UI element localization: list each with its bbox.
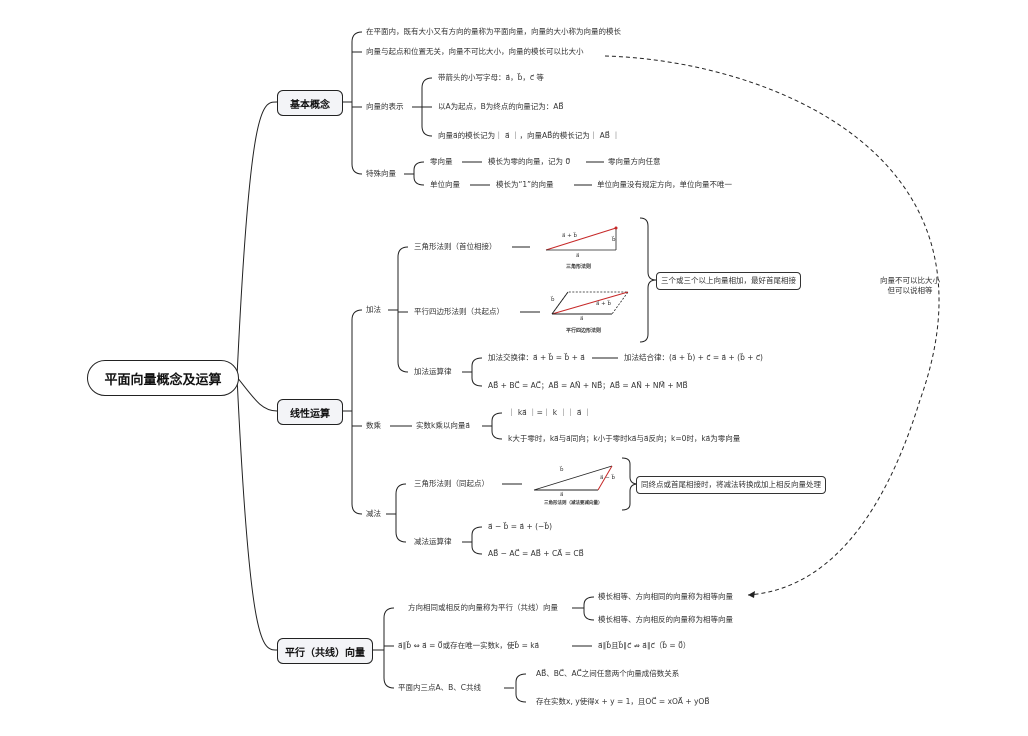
label-b: b⃗ [612, 237, 616, 243]
label-a-sub: a⃗ [560, 492, 564, 498]
dashed-relation-note: 向量不可以比大小 但可以说相等 [870, 276, 950, 296]
label-a-plus-b-para: a⃗ + b⃗ [596, 301, 611, 307]
node-representation[interactable]: 向量的表示 [366, 102, 404, 111]
node-chain-rule[interactable]: AB⃗ + BC⃗ = AC⃗；AB⃗ = AN⃗ + NB⃗；AB⃗ = AN… [488, 381, 688, 390]
note-subtraction[interactable]: 同终点或首尾相接时，将减法转换成加上相反向量处理 [636, 476, 826, 494]
node-scalar-modulus[interactable]: ｜ ka⃗ ｜=｜ k ｜｜ a⃗ ｜ [508, 408, 592, 417]
node-subtraction[interactable]: 减法 [366, 509, 381, 518]
node-unit-vector[interactable]: 单位向量 [430, 180, 460, 189]
node-scalar-direction[interactable]: k大于零时，ka⃗与a⃗同向；k小于零时ka⃗与a⃗反向；k=0时，ka⃗为零向… [508, 434, 741, 443]
node-scalar-label[interactable]: 实数k乘以向量a⃗ [416, 421, 470, 430]
node-sub-1[interactable]: a⃗ − b⃗ = a⃗ + (−b⃗) [488, 522, 553, 531]
node-parallel-def[interactable]: 方向相同或相反的向量称为平行（共线）向量 [408, 603, 558, 612]
node-equal-vectors[interactable]: 模长相等、方向相同的向量称为相等向量 [598, 592, 733, 601]
label-a-plus-b: a⃗ + b⃗ [562, 233, 577, 239]
node-commutative[interactable]: 加法交换律：a⃗ + b⃗ = b⃗ + a⃗ [488, 353, 585, 362]
node-zero-note[interactable]: 零向量方向任意 [608, 157, 661, 166]
dashed-note-line-2: 但可以说相等 [887, 286, 933, 295]
label-a-para: a⃗ [580, 316, 584, 322]
node-repr-3[interactable]: 向量a⃗的模长记为｜ a⃗ ｜，向量AB⃗的模长记为｜ AB⃗ ｜ [438, 131, 620, 140]
node-parallelogram-law[interactable]: 平行四边形法则（共起点） [414, 307, 504, 316]
label-b-para: b⃗ [551, 297, 555, 303]
node-three-points-1[interactable]: AB⃗、BC⃗、AC⃗之间任意两个向量成倍数关系 [536, 669, 680, 678]
node-special-vectors[interactable]: 特殊向量 [366, 169, 396, 178]
node-compare[interactable]: 向量与起点和位置无关，向量不可比大小，向量的模长可以比大小 [366, 47, 584, 56]
node-three-points-2[interactable]: 存在实数x, y使得x + y = 1，且OC⃗ = xOA⃗ + yOB⃗ [536, 697, 710, 706]
label-a-minus-b: a⃗ − b⃗ [600, 475, 615, 481]
root-node[interactable]: 平面向量概念及运算 [87, 360, 239, 396]
branch-basic-concepts[interactable]: 基本概念 [277, 90, 343, 116]
node-repr-2[interactable]: 以A为起点，B为终点的向量记为：AB⃗ [438, 102, 564, 111]
node-associative[interactable]: 加法结合律：(a⃗ + b⃗) + c⃗ = a⃗ + (b⃗ + c⃗) [624, 353, 763, 362]
dashed-note-line-1: 向量不可以比大小 [880, 276, 940, 285]
triangle-law-figure [545, 226, 618, 251]
note-addition[interactable]: 三个或三个以上向量相加，最好首尾相接 [656, 272, 801, 290]
caption-triangle-law: 三角形法则 [566, 264, 592, 270]
caption-parallelogram-law: 平行四边形法则 [566, 328, 602, 334]
node-sub-2[interactable]: AB⃗ − AC⃗ = AB⃗ + CA⃗ = CB⃗ [488, 549, 584, 558]
branch-linear-operations[interactable]: 线性运算 [277, 399, 343, 425]
node-zero-def[interactable]: 模长为零的向量，记为 0⃗ [488, 157, 571, 166]
node-definition[interactable]: 在平面内，既有大小又有方向的量称为平面向量，向量的大小称为向量的模长 [366, 27, 621, 36]
node-unit-note[interactable]: 单位向量没有规定方向，单位向量不唯一 [597, 180, 732, 189]
node-zero-vector[interactable]: 零向量 [430, 157, 453, 166]
caption-sub-triangle: 三角形法则（减法要减向量） [544, 501, 603, 506]
node-collinear-theorem[interactable]: a⃗∥b⃗ ⇔ a⃗ = 0⃗或存在唯一实数k，使b⃗ = ka⃗ [398, 641, 540, 650]
node-triangle-law[interactable]: 三角形法则（首位相接） [414, 242, 497, 251]
node-transitivity[interactable]: a⃗∥b⃗且b⃗∥c⃗ ⇏ a⃗∥c⃗（b⃗ = 0⃗） [598, 641, 691, 650]
label-b-sub: b⃗ [560, 467, 564, 473]
node-addition[interactable]: 加法 [366, 305, 381, 314]
node-addition-laws[interactable]: 加法运算律 [414, 367, 452, 376]
node-unit-def[interactable]: 模长为“1”的向量 [496, 180, 554, 189]
branch-parallel-vectors[interactable]: 平行（共线）向量 [277, 638, 373, 664]
node-three-points[interactable]: 平面内三点A、B、C共线 [398, 683, 482, 692]
parallelogram-law-figure [551, 291, 629, 315]
node-sub-triangle[interactable]: 三角形法则（同起点） [414, 479, 489, 488]
node-opposite-vectors[interactable]: 模长相等、方向相反的向量称为相等向量 [598, 615, 733, 624]
subtraction-law-figure [533, 465, 613, 491]
label-a: a⃗ [576, 253, 580, 259]
node-repr-1[interactable]: 带箭头的小写字母：a⃗，b⃗，c⃗ 等 [438, 73, 544, 82]
node-sub-laws[interactable]: 减法运算律 [414, 537, 452, 546]
node-scalar[interactable]: 数乘 [366, 421, 381, 430]
